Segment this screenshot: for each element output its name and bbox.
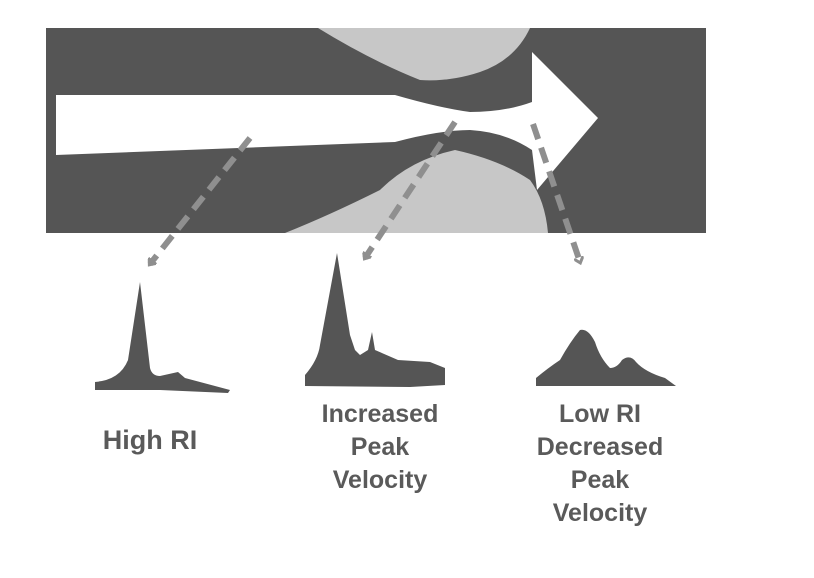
waveform-increased-peak [305, 253, 445, 387]
label-high-ri-line: High RI [102, 425, 198, 455]
label-increased-line-2: Peak [350, 433, 410, 461]
label-low-ri-line-2: Decreased [536, 433, 664, 461]
label-low-ri-line-1: Low RI [559, 400, 641, 428]
label-increased-peak-velocity: Increased Peak Velocity [290, 398, 470, 497]
plaque-top [318, 28, 530, 81]
plaque-bottom [285, 150, 548, 233]
label-low-ri-line-3: Peak [570, 466, 630, 494]
dashed-arrow-increased [365, 120, 458, 258]
label-increased-line-1: Increased [321, 400, 439, 428]
waveform-high-ri [95, 282, 230, 393]
dashed-arrow-high-ri [147, 136, 253, 264]
flow-arrow [56, 52, 598, 190]
waveform-low-ri [536, 329, 676, 386]
label-low-ri-line-4: Velocity [552, 499, 648, 527]
label-high-ri: High RI [70, 424, 230, 457]
label-low-ri-decreased-peak-velocity: Low RI Decreased Peak Velocity [510, 398, 690, 530]
label-increased-line-3: Velocity [332, 466, 428, 494]
